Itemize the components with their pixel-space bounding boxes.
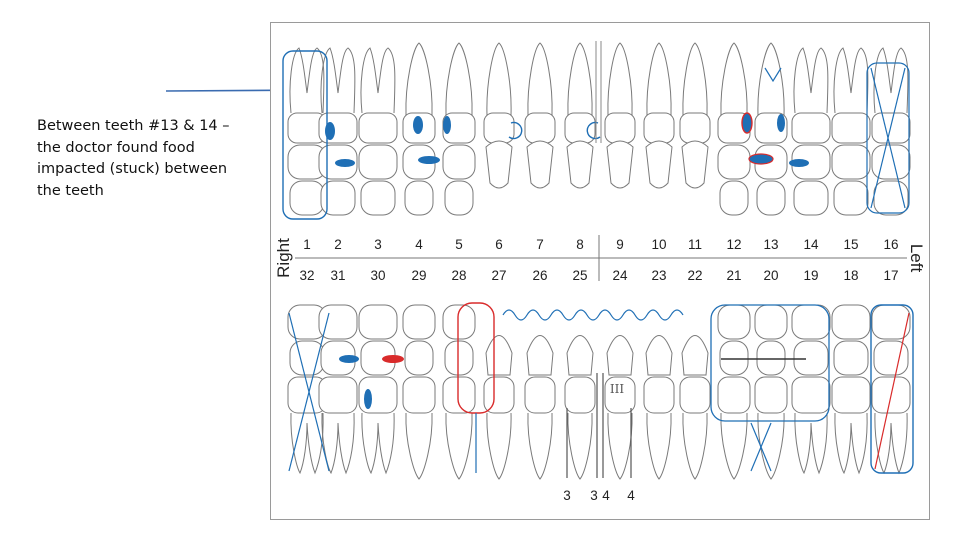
upper-tooth	[679, 42, 711, 189]
tooth-number-6: 6	[495, 237, 503, 252]
upper-tooth	[604, 42, 636, 189]
upper-arch	[282, 42, 911, 220]
tooth-number-1: 1	[303, 237, 311, 252]
lower-tooth	[442, 304, 476, 480]
lower-tooth	[754, 304, 788, 480]
upper-tooth	[483, 42, 515, 189]
upper-tooth	[358, 47, 398, 216]
lower-tooth	[717, 304, 751, 480]
upper-tooth	[871, 47, 911, 216]
lower-tooth	[483, 335, 515, 480]
upper-tooth	[831, 47, 871, 216]
perio-depth: 3	[590, 488, 598, 503]
lower-tooth	[318, 304, 358, 475]
tooth-number-22: 22	[687, 268, 702, 283]
side-label-left: Left	[907, 244, 926, 273]
tooth-number-26: 26	[532, 268, 547, 283]
tooth-number-25: 25	[572, 268, 587, 283]
lower-tooth	[402, 304, 436, 480]
tooth-number-11: 11	[688, 237, 702, 252]
upper-tooth	[287, 47, 327, 216]
tooth-number-14: 14	[803, 237, 819, 252]
tooth-number-18: 18	[843, 268, 858, 283]
perio-depth: 4	[602, 488, 610, 503]
mobility-mark: III	[610, 382, 624, 396]
lower-tooth	[831, 304, 871, 475]
tooth-number-17: 17	[883, 268, 898, 283]
lower-tooth-numbers: 32 31 30 29 28 27 26 25 24 23 22 21 20 19 18 17	[299, 268, 898, 283]
tooth-number-32: 32	[299, 268, 314, 283]
tooth-number-9: 9	[616, 237, 624, 252]
tooth-number-19: 19	[803, 268, 818, 283]
tooth-number-15: 15	[843, 237, 858, 252]
upper-tooth	[442, 42, 476, 216]
tooth-number-4: 4	[415, 237, 423, 252]
perio-depth: 3	[563, 488, 571, 503]
tooth-number-16: 16	[883, 237, 898, 252]
tooth-number-31: 31	[330, 268, 345, 283]
lower-tooth	[871, 304, 911, 475]
tooth-number-23: 23	[651, 268, 666, 283]
tooth-number-7: 7	[536, 237, 544, 252]
tooth-number-24: 24	[612, 268, 628, 283]
upper-tooth	[318, 47, 358, 216]
tooth-number-28: 28	[451, 268, 466, 283]
upper-tooth	[524, 42, 556, 189]
tooth-number-8: 8	[576, 237, 584, 252]
lower-arch	[287, 302, 914, 480]
lower-tooth	[604, 335, 636, 480]
lower-tooth	[564, 335, 596, 480]
lower-tooth	[524, 335, 556, 480]
tooth-number-13: 13	[763, 237, 778, 252]
upper-tooth	[564, 42, 596, 189]
upper-tooth	[643, 42, 675, 189]
upper-tooth	[791, 47, 831, 216]
lower-tooth	[643, 335, 675, 480]
lower-tooth	[791, 304, 831, 475]
tooth-number-21: 21	[726, 268, 741, 283]
tooth-number-3: 3	[374, 237, 382, 252]
lower-tooth	[679, 335, 711, 480]
tooth-number-2: 2	[334, 237, 342, 252]
annotation-text: Between teeth #13 & 14 – the doctor foun…	[37, 118, 230, 199]
tooth-number-30: 30	[370, 268, 385, 283]
tooth-number-20: 20	[763, 268, 778, 283]
lower-tooth	[358, 304, 398, 475]
tooth-number-29: 29	[411, 268, 426, 283]
tooth-number-5: 5	[455, 237, 463, 252]
perio-depth: 4	[627, 488, 635, 503]
side-label-right: Right	[274, 238, 293, 278]
tooth-number-27: 27	[491, 268, 506, 283]
tooth-number-12: 12	[726, 237, 741, 252]
tooth-number-10: 10	[651, 237, 666, 252]
